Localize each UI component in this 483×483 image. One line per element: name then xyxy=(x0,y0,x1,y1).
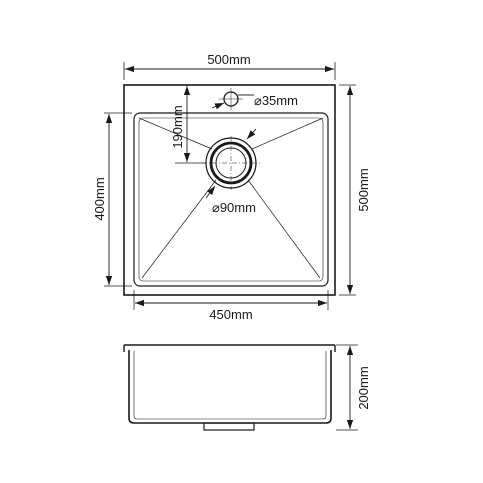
dim-drain-diameter: ⌀90mm xyxy=(205,128,257,215)
tap-hole xyxy=(219,88,243,110)
dim-top-width: 500mm xyxy=(123,52,336,80)
dim-bowl-depth: 200mm xyxy=(336,344,371,431)
side-view: 200mm xyxy=(123,344,371,431)
outer-depth-label: 500mm xyxy=(356,168,371,211)
side-bowl-profile xyxy=(128,350,332,424)
drain-outlet xyxy=(202,136,260,190)
sink-outer-rim xyxy=(123,84,336,296)
top-view: 500mm 190mm ⌀35mm ⌀90mm 400mm xyxy=(92,52,371,322)
dim-outer-depth: 500mm xyxy=(339,84,371,296)
top-width-label: 500mm xyxy=(207,52,250,67)
dim-drain-offset: 190mm xyxy=(170,84,206,164)
bowl-inner-edge xyxy=(138,117,324,282)
sink-inner-bowl xyxy=(133,112,329,287)
drain-diameter-label: ⌀90mm xyxy=(212,200,256,215)
tap-hole-label: ⌀35mm xyxy=(254,93,298,108)
inner-width-label: 450mm xyxy=(209,307,252,322)
bowl-slope-lines xyxy=(138,117,324,279)
dim-tap-hole: ⌀35mm xyxy=(211,93,298,110)
dim-inner-depth: 400mm xyxy=(92,112,132,287)
inner-depth-label: 400mm xyxy=(92,177,107,220)
dim-inner-width: 450mm xyxy=(133,290,329,322)
side-drain-outlet xyxy=(203,422,255,431)
drain-offset-label: 190mm xyxy=(170,105,185,148)
bowl-depth-label: 200mm xyxy=(356,366,371,409)
